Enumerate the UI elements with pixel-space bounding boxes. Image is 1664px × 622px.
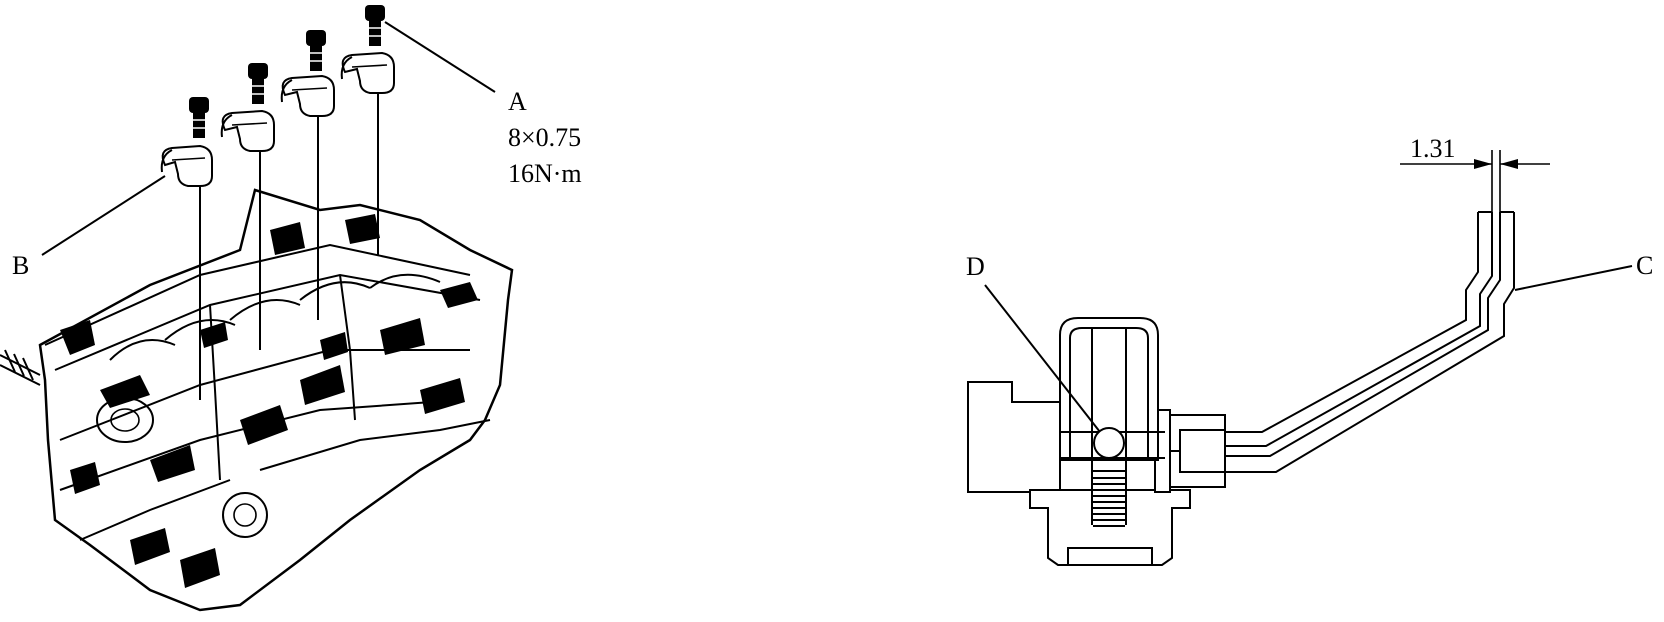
spec-torque: 16N·m bbox=[508, 159, 582, 188]
installation-guide-lines bbox=[199, 93, 379, 400]
check-spring bbox=[1093, 470, 1125, 527]
dimension-value: 1.31 bbox=[1410, 134, 1456, 163]
leader-line-c bbox=[1514, 265, 1633, 291]
oil-jet-4 bbox=[340, 51, 395, 94]
leader-line-b bbox=[41, 175, 166, 256]
bolt-2 bbox=[248, 63, 268, 104]
left-view: A 8×0.75 16N·m B bbox=[0, 5, 582, 612]
bolt-3 bbox=[306, 30, 326, 71]
bolt-1 bbox=[189, 97, 209, 138]
right-view: 1.31 bbox=[966, 134, 1653, 566]
oil-jet-3 bbox=[280, 74, 335, 117]
label-d: D bbox=[966, 252, 985, 281]
leader-line-d bbox=[984, 284, 1101, 433]
spec-thread: 8×0.75 bbox=[508, 123, 581, 152]
leader-line-a bbox=[384, 21, 496, 93]
label-b: B bbox=[12, 251, 29, 280]
oil-jet-2 bbox=[220, 109, 275, 152]
tube-fitting bbox=[1164, 414, 1226, 488]
oil-jet-tube bbox=[1220, 211, 1515, 473]
dimension-1-31: 1.31 bbox=[1400, 134, 1550, 215]
oil-jet-1 bbox=[160, 144, 213, 187]
valve-body bbox=[967, 317, 1191, 566]
label-a: A bbox=[508, 87, 527, 116]
label-c: C bbox=[1636, 251, 1653, 280]
bolt-4 bbox=[365, 5, 385, 46]
cylinder-block bbox=[0, 188, 514, 612]
